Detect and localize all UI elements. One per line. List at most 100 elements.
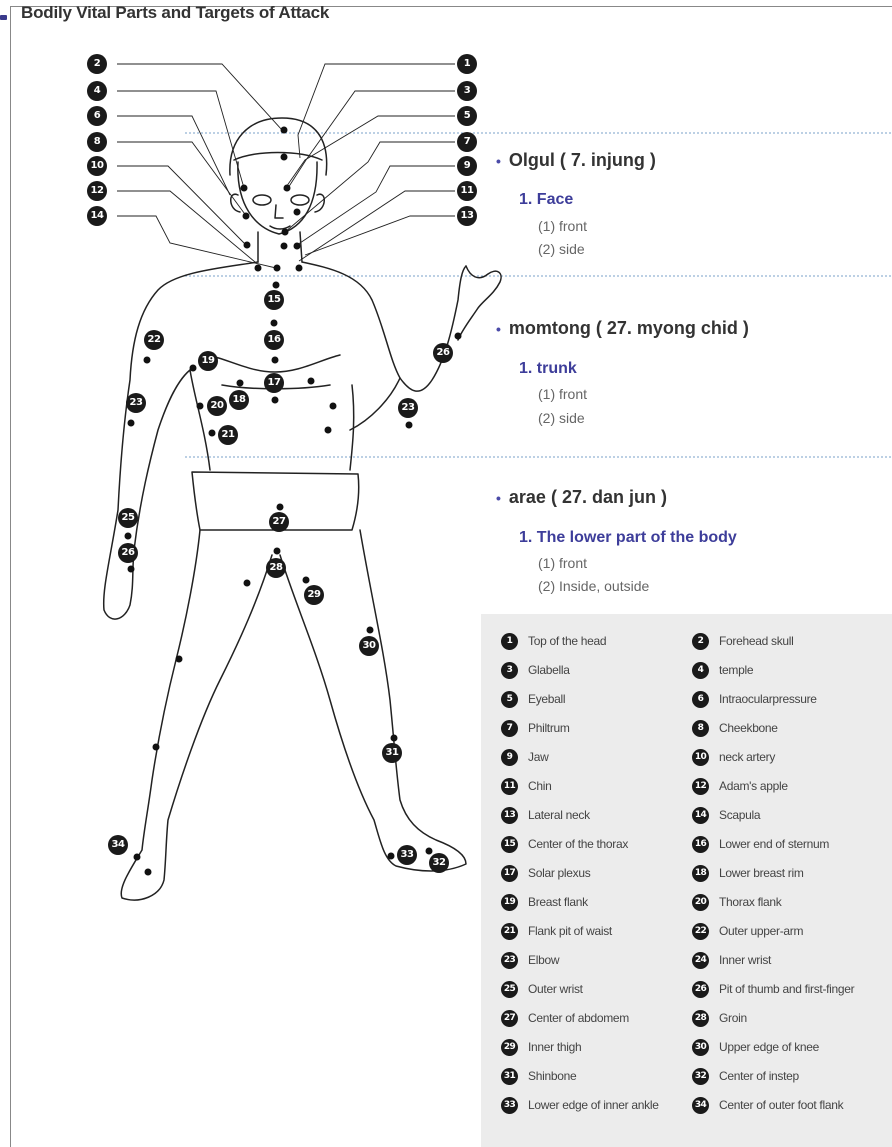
- legend-item: 14 Scapula: [692, 805, 760, 825]
- legend-badge: 31: [501, 1068, 518, 1085]
- legend-badge: 25: [501, 981, 518, 998]
- legend-label: Groin: [719, 1011, 747, 1025]
- marker-badge-15: 15: [264, 290, 284, 310]
- section-heading-text: momtong ( 27. myong chid ): [509, 318, 749, 338]
- legend-item: 20 Thorax flank: [692, 892, 781, 912]
- legend-label: Chin: [528, 779, 551, 793]
- legend-label: Jaw: [528, 750, 548, 764]
- legend-badge: 26: [692, 981, 709, 998]
- legend-label: Thorax flank: [719, 895, 781, 909]
- legend-label: Intraocularpressure: [719, 692, 817, 706]
- legend-badge: 7: [501, 720, 518, 737]
- legend-item: 23 Elbow: [501, 950, 559, 970]
- marker-badge-4: 4: [87, 81, 107, 101]
- legend-badge: 24: [692, 952, 709, 969]
- marker-badge-10: 10: [87, 156, 107, 176]
- legend-badge: 14: [692, 807, 709, 824]
- bullet-dot-icon: •: [496, 153, 501, 169]
- legend-badge: 8: [692, 720, 709, 737]
- legend-label: Inner thigh: [528, 1040, 581, 1054]
- marker-badge-20: 20: [207, 396, 227, 416]
- legend-item: 28 Groin: [692, 1008, 747, 1028]
- legend-label: Breast flank: [528, 895, 588, 909]
- legend-label: Upper edge of knee: [719, 1040, 819, 1054]
- legend-badge: 22: [692, 923, 709, 940]
- legend-label: Center of the thorax: [528, 837, 628, 851]
- marker-badge-14: 14: [87, 206, 107, 226]
- marker-badge-11: 11: [457, 181, 477, 201]
- legend-badge: 19: [501, 894, 518, 911]
- marker-badge-34: 34: [108, 835, 128, 855]
- marker-badge-17: 17: [264, 373, 284, 393]
- legend-label: Elbow: [528, 953, 559, 967]
- legend-item: 19 Breast flank: [501, 892, 588, 912]
- legend-label: Forehead skull: [719, 634, 794, 648]
- legend-badge: 27: [501, 1010, 518, 1027]
- legend-item: 18 Lower breast rim: [692, 863, 804, 883]
- legend-badge: 23: [501, 952, 518, 969]
- marker-badge-27: 27: [269, 512, 289, 532]
- leader-lines: [117, 64, 455, 268]
- legend-item: 25Outer wrist: [501, 979, 583, 999]
- legend-label: Lateral neck: [528, 808, 590, 822]
- legend-label: Lower breast rim: [719, 866, 804, 880]
- legend-label: Scapula: [719, 808, 760, 822]
- section-item: (1) front: [538, 555, 587, 571]
- legend-label: Center of abdomem: [528, 1011, 629, 1025]
- section-heading: •momtong ( 27. myong chid ): [496, 318, 749, 339]
- marker-badge-31: 31: [382, 743, 402, 763]
- marker-badge-5: 5: [457, 106, 477, 126]
- marker-badge-8: 8: [87, 132, 107, 152]
- legend-item: 2 Forehead skull: [692, 631, 794, 651]
- section-subheading: 1. trunk: [519, 360, 577, 378]
- legend-item: 33 Lower edge of inner ankle: [501, 1095, 659, 1115]
- legend-item: 12 Adam's apple: [692, 776, 788, 796]
- legend-item: 9Jaw: [501, 747, 548, 767]
- marker-badge-1: 1: [457, 54, 477, 74]
- marker-badge-21: 21: [218, 425, 238, 445]
- marker-badge-12: 12: [87, 181, 107, 201]
- legend-badge: 1: [501, 633, 518, 650]
- marker-badge-23-right: 23: [398, 398, 418, 418]
- body-outline: [104, 118, 501, 900]
- legend-label: Philtrum: [528, 721, 570, 735]
- legend-label: Shinbone: [528, 1069, 576, 1083]
- legend-label: Outer upper-arm: [719, 924, 803, 938]
- legend-item: 16 Lower end of sternum: [692, 834, 829, 854]
- legend-badge: 12: [692, 778, 709, 795]
- section-heading-text: arae ( 27. dan jun ): [509, 487, 667, 507]
- legend-item: 31 Shinbone: [501, 1066, 576, 1086]
- marker-badge-18: 18: [229, 390, 249, 410]
- section-item: (2) side: [538, 241, 585, 257]
- legend-badge: 30: [692, 1039, 709, 1056]
- legend-badge: 18: [692, 865, 709, 882]
- legend-badge: 20: [692, 894, 709, 911]
- legend-badge: 17: [501, 865, 518, 882]
- legend-label: Inner wrist: [719, 953, 771, 967]
- section-heading-text: Olgul ( 7. injung ): [509, 150, 656, 170]
- legend-label: Lower end of sternum: [719, 837, 829, 851]
- legend-badge: 32: [692, 1068, 709, 1085]
- legend-badge: 33: [501, 1097, 518, 1114]
- legend-label: temple: [719, 663, 753, 677]
- section-item: (2) side: [538, 410, 585, 426]
- marker-badge-26-left: 26: [118, 543, 138, 563]
- marker-badge-7: 7: [457, 132, 477, 152]
- legend-label: Adam's apple: [719, 779, 788, 793]
- legend-item: 30 Upper edge of knee: [692, 1037, 819, 1057]
- body-dots: [125, 127, 462, 876]
- legend-badge: 28: [692, 1010, 709, 1027]
- legend-badge: 2: [692, 633, 709, 650]
- section-dividers: [185, 133, 892, 457]
- marker-badge-13: 13: [457, 206, 477, 226]
- legend-item: 22 Outer upper-arm: [692, 921, 803, 941]
- legend-badge: 10: [692, 749, 709, 766]
- legend-badge: 16: [692, 836, 709, 853]
- marker-badge-2: 2: [87, 54, 107, 74]
- legend-label: Lower edge of inner ankle: [528, 1098, 659, 1112]
- section-heading: •arae ( 27. dan jun ): [496, 487, 667, 508]
